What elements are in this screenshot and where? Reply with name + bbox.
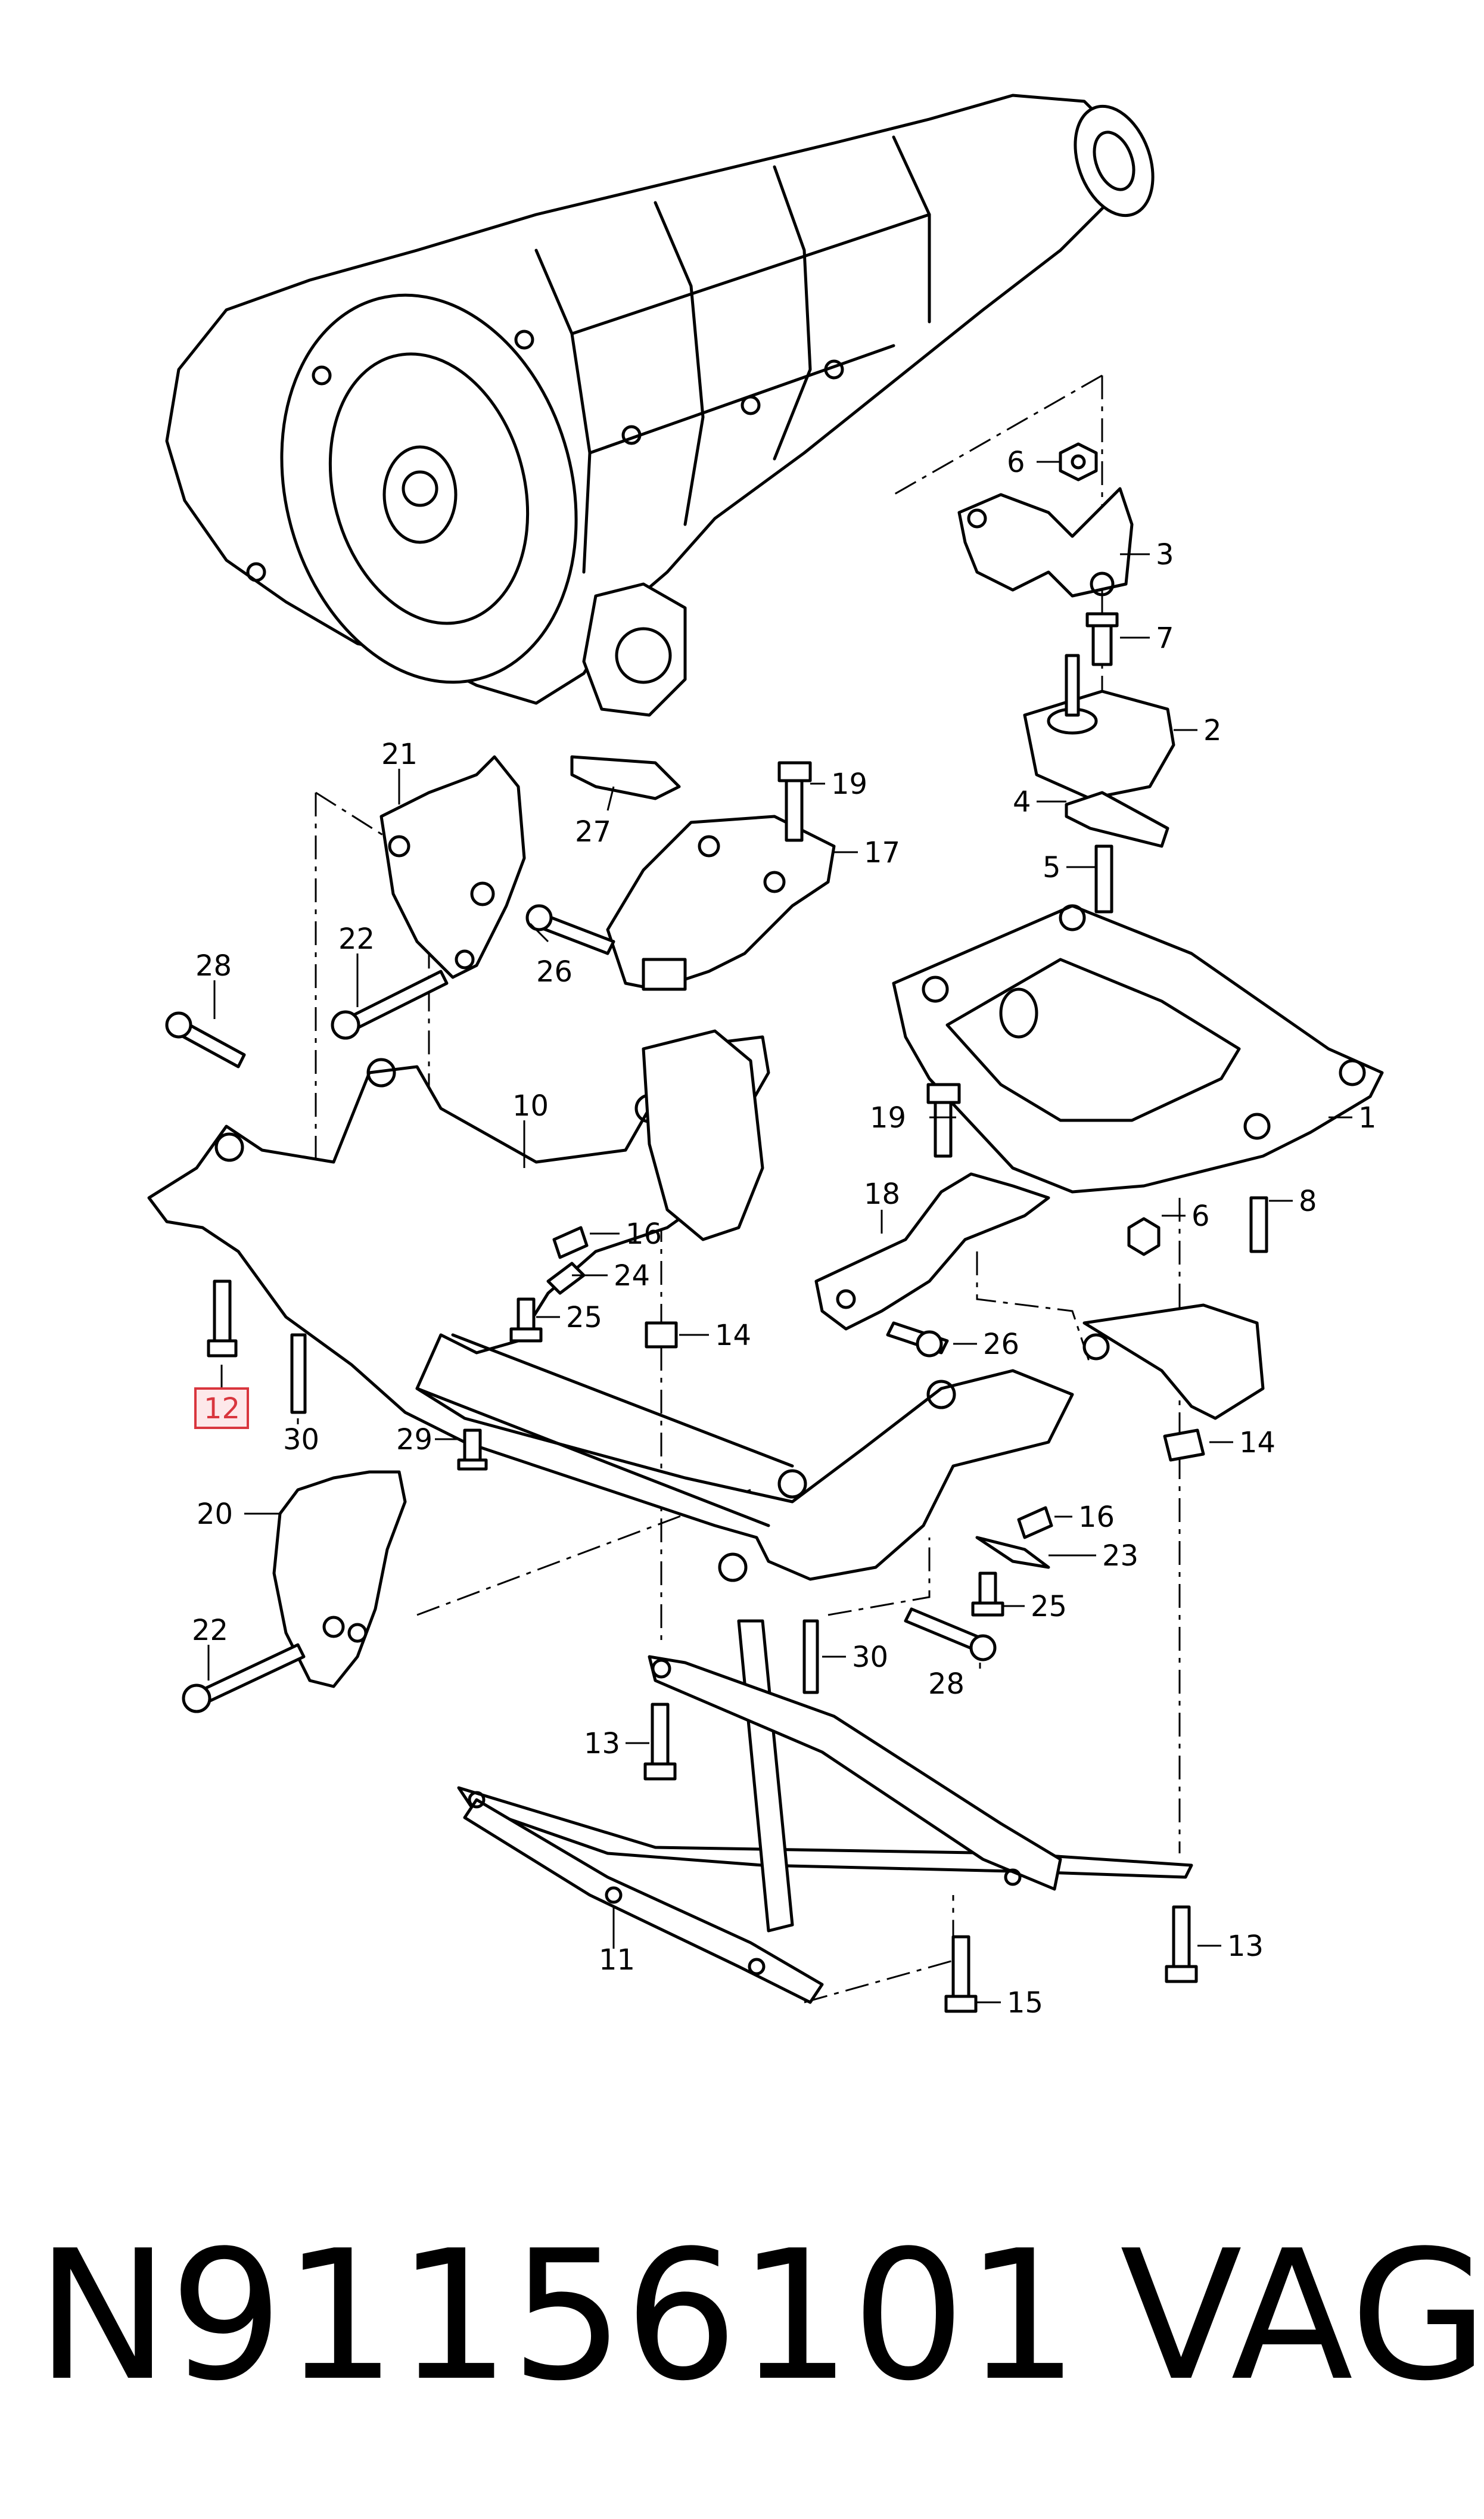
callout-13-right: 13 bbox=[1227, 1930, 1264, 1963]
callout-26-lower: 26 bbox=[983, 1328, 1019, 1361]
bolt-26-lower bbox=[886, 1321, 949, 1358]
bolt-28-left bbox=[165, 1011, 246, 1069]
bolt-25-left bbox=[509, 1297, 543, 1343]
bolt-7 bbox=[1085, 612, 1119, 666]
callout-26-upper: 26 bbox=[536, 955, 573, 989]
callout-19-lower: 19 bbox=[870, 1101, 906, 1135]
callout-12: 12 bbox=[204, 1392, 240, 1425]
mount-bracket-3 bbox=[957, 487, 1134, 598]
callout-11: 11 bbox=[599, 1943, 635, 1977]
callout-4: 4 bbox=[1013, 785, 1031, 819]
bolt-19-lower bbox=[926, 1083, 961, 1158]
callout-3: 3 bbox=[1156, 538, 1174, 571]
callout-29: 29 bbox=[396, 1423, 433, 1456]
stud-30-right bbox=[802, 1619, 819, 1694]
callout-5: 5 bbox=[1043, 851, 1061, 884]
callout-1: 1 bbox=[1358, 1101, 1377, 1135]
nut-6-top bbox=[1059, 442, 1098, 482]
bolt-8 bbox=[1249, 1196, 1268, 1253]
bolt-5 bbox=[1094, 844, 1113, 914]
x-brace-11 bbox=[457, 1619, 1193, 2004]
pin-29 bbox=[457, 1428, 488, 1471]
stud-30-left bbox=[290, 1333, 307, 1414]
callout-14-right: 14 bbox=[1239, 1426, 1275, 1459]
bolt-25-right bbox=[971, 1571, 1004, 1617]
front-frame-10 bbox=[147, 1029, 1265, 1582]
callout-19-upper: 19 bbox=[831, 768, 867, 801]
callout-22-upper: 22 bbox=[338, 923, 375, 956]
callout-28-right: 28 bbox=[928, 1667, 965, 1701]
leader-lines bbox=[207, 461, 1352, 2004]
bolt-12 bbox=[207, 1279, 238, 1358]
callout-10: 10 bbox=[512, 1089, 549, 1123]
clip-23 bbox=[975, 1536, 1050, 1569]
callout-30-left: 30 bbox=[283, 1423, 319, 1456]
callout-21: 21 bbox=[381, 738, 418, 771]
callout-13-left: 13 bbox=[584, 1727, 620, 1760]
callout-18: 18 bbox=[864, 1178, 900, 1211]
callout-28-left: 28 bbox=[195, 949, 232, 983]
bolt-13-right bbox=[1165, 1905, 1198, 1983]
rubber-mount-2 bbox=[1023, 654, 1175, 800]
bolt-22-upper bbox=[331, 970, 449, 1040]
clip-14-right bbox=[1163, 1428, 1205, 1462]
spring-16-left bbox=[552, 1226, 589, 1259]
callout-25-right: 25 bbox=[1031, 1590, 1067, 1623]
callout-30-right: 30 bbox=[852, 1641, 888, 1674]
callout-2: 2 bbox=[1203, 714, 1222, 747]
bracket-17 bbox=[606, 815, 836, 991]
bolt-15 bbox=[944, 1935, 978, 2013]
bolt-13-left bbox=[643, 1703, 677, 1781]
spring-16-right bbox=[1017, 1506, 1053, 1539]
callout-16-left: 16 bbox=[626, 1217, 662, 1251]
footer: N91156101 VAG bbox=[36, 2212, 1484, 2420]
nut-6-bottom bbox=[1127, 1217, 1161, 1256]
brand-name: VAG bbox=[1120, 2212, 1484, 2420]
bolt-28-right bbox=[904, 1607, 997, 1661]
bracket-27 bbox=[570, 755, 681, 800]
plate-4 bbox=[1065, 791, 1169, 848]
crossmember-1 bbox=[892, 904, 1384, 1194]
part-number: N91156101 bbox=[36, 2212, 1079, 2420]
callout-7: 7 bbox=[1156, 622, 1174, 655]
bracket-21 bbox=[379, 755, 526, 979]
callout-27: 27 bbox=[575, 815, 611, 849]
callout-22-lower: 22 bbox=[192, 1614, 228, 1647]
callout-24: 24 bbox=[614, 1259, 650, 1293]
bolt-19-upper bbox=[777, 761, 812, 842]
callout-labels: 1 2 3 4 5 6 6 7 8 10 11 12 13 13 14 14 1… bbox=[192, 446, 1377, 2020]
callout-15: 15 bbox=[1007, 1986, 1043, 2020]
clip-14-left bbox=[645, 1321, 678, 1349]
callout-16-right: 16 bbox=[1078, 1501, 1115, 1534]
callout-6-bottom: 6 bbox=[1191, 1200, 1210, 1233]
callout-14-left: 14 bbox=[715, 1319, 751, 1352]
bolt-26-upper bbox=[525, 904, 615, 955]
callout-6-top: 6 bbox=[1007, 446, 1025, 479]
transmission-assembly bbox=[165, 94, 1155, 717]
callout-8: 8 bbox=[1299, 1185, 1317, 1218]
highlight-box-12 bbox=[194, 1387, 249, 1429]
bracket-18 bbox=[814, 1172, 1050, 1331]
callout-17: 17 bbox=[864, 836, 900, 869]
callout-25-left: 25 bbox=[566, 1301, 602, 1334]
bracket-20 bbox=[272, 1470, 407, 1688]
bolt-22-lower bbox=[182, 1643, 306, 1713]
callout-20: 20 bbox=[197, 1498, 233, 1531]
callout-23: 23 bbox=[1102, 1539, 1138, 1573]
